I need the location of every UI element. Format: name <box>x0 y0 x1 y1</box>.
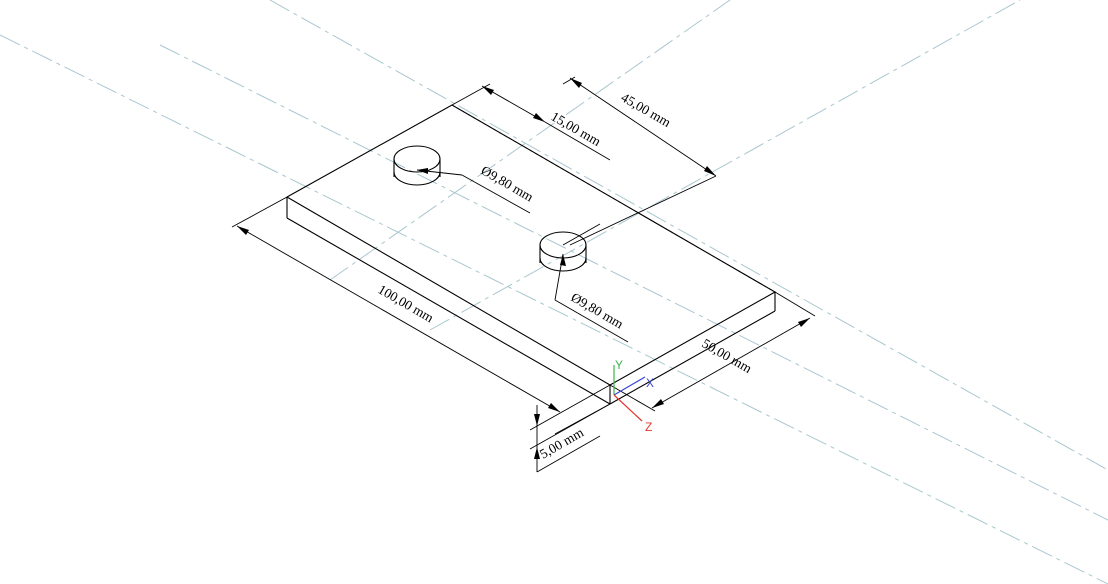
plate-hidden-edge <box>451 104 776 293</box>
dim-text-width: 50,00 mm <box>700 336 755 377</box>
hole-2-bottom <box>539 257 587 272</box>
arrow-thickness-b <box>534 447 540 459</box>
axis-x-line <box>613 376 646 396</box>
center-line-1 <box>0 34 1108 584</box>
hole-1-bottom <box>393 171 441 186</box>
dim-text-hole-offset-b: 45,00 mm <box>619 90 674 131</box>
ext-line-thickness-a <box>529 384 611 431</box>
hole-1-top <box>393 145 441 173</box>
plate <box>286 104 777 405</box>
center-line-5 <box>429 0 1021 331</box>
axis-triad: Y X Z <box>613 358 654 434</box>
arrow-hole-1 <box>417 168 428 174</box>
leader-hole-1-tail <box>461 174 531 214</box>
arrow-width-b <box>652 399 664 408</box>
leader-45 <box>569 175 717 246</box>
dim-line-width <box>651 317 811 409</box>
leader-thickness <box>536 435 601 473</box>
dim-line-length <box>236 225 561 413</box>
dim-text-hole-1-diameter: Ø9,80 mm <box>479 163 537 205</box>
dim-line-45 <box>569 77 717 177</box>
arrow-length-a <box>237 226 249 235</box>
center-line-4 <box>329 0 731 281</box>
axis-x-label: X <box>646 376 654 390</box>
arrow-15-b <box>533 113 545 122</box>
center-line-2 <box>159 44 1108 521</box>
hole-1 <box>393 145 441 186</box>
ext-line-thickness-b <box>529 403 611 450</box>
arrow-15-a <box>482 86 494 95</box>
dim-text-hole-2-diameter: Ø9,80 mm <box>569 290 627 332</box>
dim-text-length: 100,00 mm <box>376 282 437 326</box>
axis-z-label: Z <box>645 420 652 434</box>
ext-line-45-a <box>562 223 601 246</box>
ext-line-width-a <box>774 291 816 317</box>
leader-hole-2-tail <box>554 299 629 343</box>
arrow-45-b <box>704 166 716 176</box>
dimension-hole-offset-a: 15,00 mm <box>451 83 611 161</box>
plate-front-bottom <box>286 217 611 405</box>
dimension-length: 100,00 mm <box>231 196 611 435</box>
dimension-hole-2-diameter: Ø9,80 mm <box>554 253 629 343</box>
dimension-hole-offset-b: 45,00 mm <box>562 76 717 246</box>
plate-side-bottom <box>609 310 776 405</box>
arrow-hole-2 <box>560 254 566 266</box>
center-line-3 <box>269 0 1108 471</box>
axis-y-label: Y <box>615 358 623 372</box>
arrow-width-a <box>798 318 810 327</box>
ext-line-length-a <box>231 196 288 228</box>
axis-z-line <box>613 394 643 422</box>
arrow-45-a <box>570 78 582 88</box>
dimension-width: 50,00 mm <box>609 291 816 412</box>
arrow-thickness-a <box>534 414 540 426</box>
dimension-hole-1-diameter: Ø9,80 mm <box>416 163 537 214</box>
dimension-thickness: 5,00 mm <box>529 384 611 473</box>
ext-line-width-b <box>609 384 656 412</box>
arrow-length-b <box>548 403 560 412</box>
ext-line-45-b <box>562 76 576 85</box>
leader-15 <box>544 121 611 161</box>
